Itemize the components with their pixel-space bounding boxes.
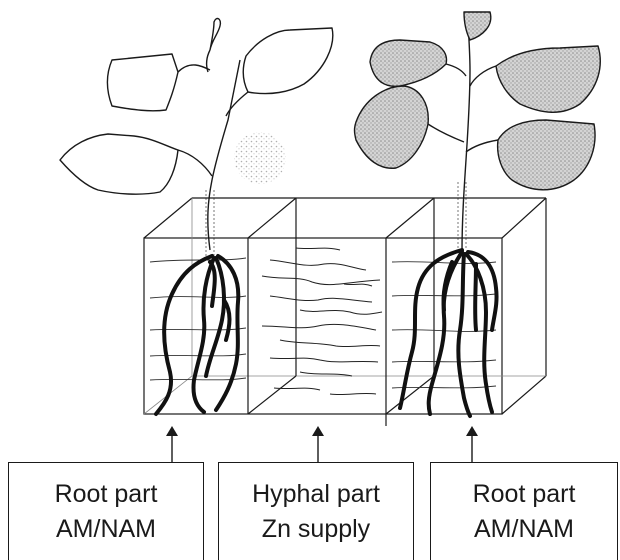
label-root-left-line1: Root part	[55, 477, 158, 512]
label-root-left-line2: AM/NAM	[56, 512, 156, 547]
partition-right	[386, 198, 434, 426]
arrow-right	[466, 426, 478, 462]
partition-left	[248, 198, 296, 414]
right-plant	[355, 12, 601, 252]
leaf-left-3	[60, 134, 178, 194]
left-plant-tendril	[207, 19, 221, 72]
label-root-part-left: Root part AM/NAM	[8, 462, 204, 560]
leaf-right-3	[355, 86, 429, 168]
leaf-right-4	[498, 120, 595, 190]
arrows	[166, 426, 478, 462]
arrow-middle	[312, 426, 324, 462]
leaf-left-2	[243, 28, 333, 94]
leaf-right-4-petiole	[466, 140, 498, 152]
left-plant	[60, 19, 333, 250]
label-hyphal-line2: Zn supply	[262, 512, 370, 547]
hyphae	[262, 248, 382, 395]
leaf-right-1	[370, 40, 446, 86]
leaf-right-2-petiole	[470, 66, 496, 86]
roots-left	[156, 256, 238, 414]
arrow-left	[166, 426, 178, 462]
label-root-part-right: Root part AM/NAM	[430, 462, 618, 560]
leaf-right-top	[464, 12, 491, 40]
label-root-right-line1: Root part	[473, 477, 576, 512]
leaf-right-3-petiole	[428, 124, 464, 142]
leaf-left-1-petiole	[178, 65, 210, 72]
leaf-right-2	[496, 46, 600, 112]
leaf-left-1	[108, 54, 179, 111]
leaf-left-3-petiole	[178, 150, 212, 176]
label-hyphal-line1: Hyphal part	[252, 477, 380, 512]
leaf-right-1-petiole	[446, 64, 466, 76]
stem-guides	[206, 182, 466, 256]
leaf-shadow-left	[234, 132, 286, 184]
label-root-right-line2: AM/NAM	[474, 512, 574, 547]
label-hyphal-part: Hyphal part Zn supply	[218, 462, 414, 560]
